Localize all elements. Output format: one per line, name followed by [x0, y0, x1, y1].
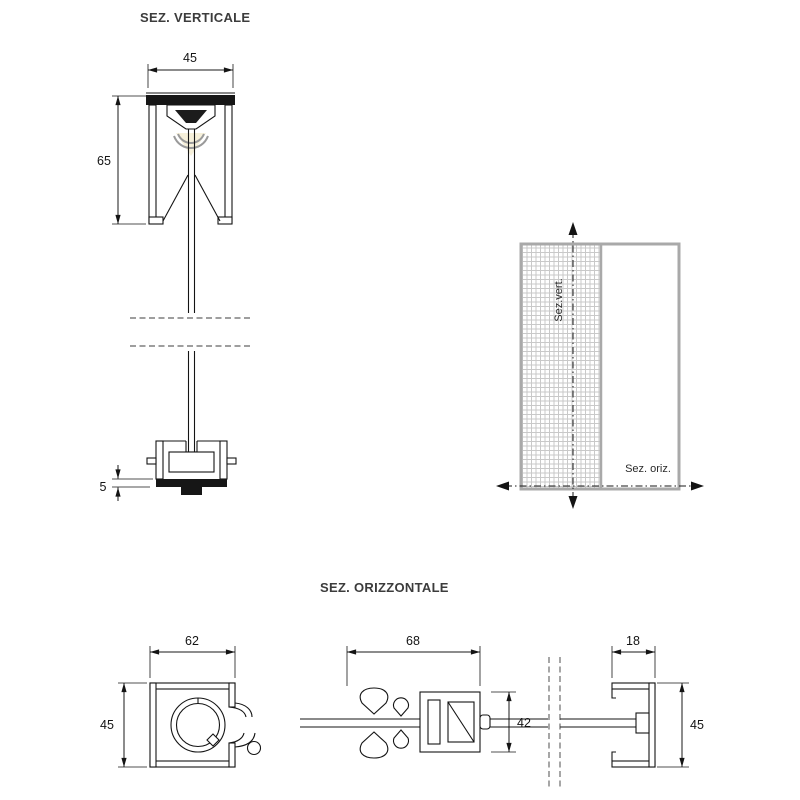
break-lines-horizontal — [548, 657, 561, 789]
bottom-bar-chamber — [168, 451, 215, 473]
spring-highlight — [176, 133, 206, 156]
screen-plane-lines — [300, 718, 636, 728]
dim-value-45-left: 45 — [100, 718, 114, 732]
dim-value-18: 18 — [626, 634, 640, 648]
horizontal-section: SEZ. ORIZZONTALE 62 68 18 45 — [100, 580, 704, 789]
vertical-section: SEZ. VERTICALE 45 — [97, 10, 252, 501]
dim-value-65: 65 — [97, 154, 111, 168]
cut-arrow-left — [496, 481, 509, 491]
dim-brush-height: 5 — [100, 465, 153, 501]
cassette-top-cap — [146, 95, 235, 105]
mesh-area — [522, 245, 601, 488]
cut-arrow-right — [691, 481, 704, 491]
installation-schematic: Sez.vert. Sez. oriz. — [496, 222, 704, 509]
screen-tube-lower — [187, 351, 196, 452]
label-sez-oriz: Sez. oriz. — [625, 463, 671, 475]
label-sez-vert: Sez.vert. — [553, 278, 565, 321]
dim-value-5: 5 — [100, 480, 107, 494]
bottom-bar-profile — [146, 440, 237, 495]
dim-guide-depth: 45 — [657, 682, 704, 768]
break-lines-vertical — [130, 317, 252, 347]
brush-strip — [156, 479, 227, 487]
slider-boss — [479, 714, 491, 730]
dim-cassette-depth: 45 — [100, 682, 147, 768]
brush-nub — [181, 487, 202, 495]
cut-arrow-top — [568, 222, 578, 235]
dim-value-42: 42 — [517, 716, 531, 730]
guide-profile — [611, 682, 656, 768]
dim-guide-width: 18 — [611, 634, 656, 678]
cut-arrow-bottom — [568, 496, 578, 509]
dim-value-62: 62 — [185, 634, 199, 648]
guide-insert — [635, 712, 650, 734]
slider-profile — [359, 687, 491, 759]
cassette-right-wall — [224, 104, 233, 224]
cassette-left-wall — [148, 104, 157, 224]
dim-value-45-right: 45 — [690, 718, 704, 732]
dim-vertical-width: 45 — [147, 51, 234, 88]
dim-slider-depth: 42 — [491, 691, 531, 753]
vertical-section-title: SEZ. VERTICALE — [140, 10, 250, 25]
cassette-profile — [146, 92, 235, 313]
cassette-horizontal-profile — [149, 682, 262, 768]
dim-cassette-width: 62 — [149, 634, 236, 678]
dim-value-68: 68 — [406, 634, 420, 648]
dim-slider-width: 68 — [346, 634, 481, 686]
dim-value-45-top: 45 — [183, 51, 197, 65]
dim-vertical-height: 65 — [97, 95, 146, 225]
horizontal-section-title: SEZ. ORIZZONTALE — [320, 580, 449, 595]
